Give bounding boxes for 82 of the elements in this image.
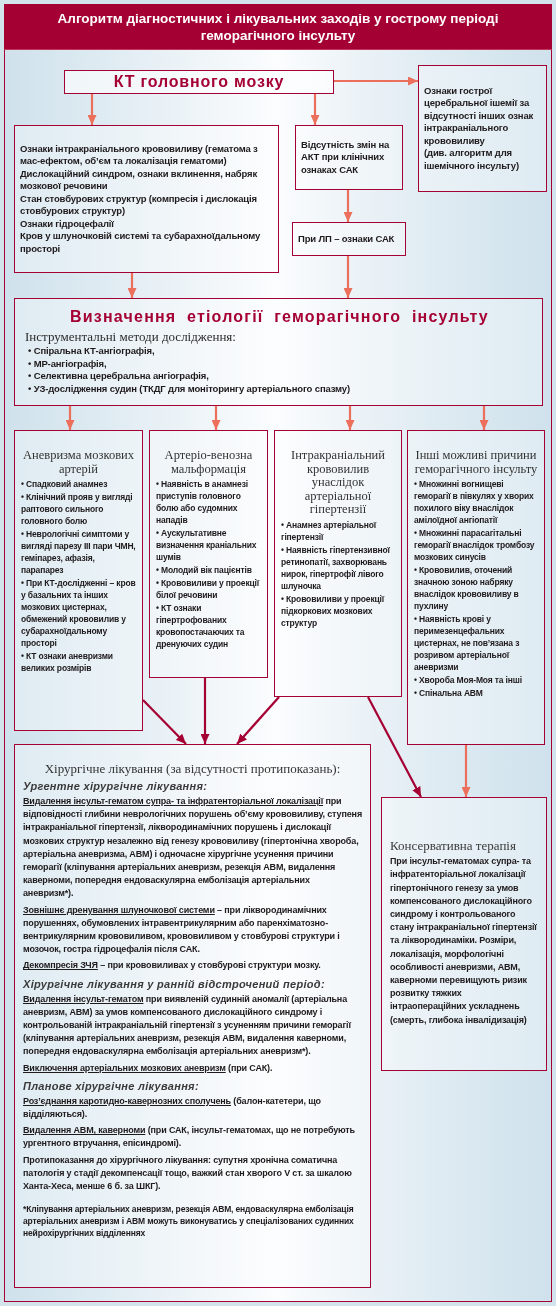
arrow [142,699,187,745]
paragraph: Декомпресія ЗЧЯ – при крововиливах у стовбурові структури мозку. [23,959,322,973]
heading: Інші можливі причини геморагічного інсульту [414,449,538,476]
subheading: Хірургічне лікування у ранній відстрочений період: [23,976,326,991]
arrow [343,256,353,298]
process-box [149,430,268,678]
arrow [65,406,75,430]
paragraph: Видалення інсульт-гематом при виявленій судинній аномалії (артеріальна аневризм, АВМ) за умов компенсованого дислокаційного синдрому і контрольованій інтракраніальній гіпертензії з усуненням причини геморагії (кліпування артеріальних аневризм, резекція АВМ, видалення каверноми, попередня ендоваскулярна емболізація артеріальних аневризм*). [23,992,353,1059]
list-item: • Наявність в анамнезі приступів головного болю або судомних нападів [156,478,249,526]
paragraph: Зовнішнє дренування шлуночкової системи – при ліквородинамічних порушеннях, обумовлених інтравентрикулярним або паренхіматозно-вентрикулярним крововиливом, крововиливом у стовбурові структури і мозочок, гостра гідроцефалія після САК. [23,903,341,957]
list-item: • Неврологічні симптоми у вигляді парезу III пари ЧМН, геміпарез, афазія, парапарез [21,528,136,576]
process-box [407,430,545,745]
list-item: • Спіральна КТ-ангіографія, [27,345,156,358]
list-item: • Множинні вогнищеві геморагії в півкулях у хворих похилого віку внаслідок амілоїдної ангіопатії [414,478,535,526]
heading: Визначення етіології геморагічного інсульту [69,307,490,327]
process-box [274,430,402,697]
node-text: Стан стовбурових структур (компресія і дислокація стовбурових структур) [20,192,258,218]
subheading: Інструментальні методи дослідження: [25,329,237,344]
list-item: • Спінальна АВМ [414,687,484,699]
paragraph: Протипоказання до хірургічного лікування: супутня хронічна соматична патологія у стадії декомпенсації тощо, важкий стан хворого V ст. за шкалою Ханта-Хеса, менше 6 б. за ШКГ). [23,1153,353,1194]
node-text: При ЛП – ознаки САК [298,232,396,246]
arrow [310,94,320,125]
list-item: • Анамнез артеріальної гіпертензії [281,518,378,543]
arrow [87,94,97,125]
arrow [236,696,280,745]
heading: Інтракраніальний крововилив унаслідок артеріальної гіпертензії [290,449,386,517]
heading: Аневризма мозкових артерій [22,449,135,476]
arrow [343,190,353,222]
node-text: (див. алгоритм для ішемічного інсульту) [424,147,520,173]
title-banner: Алгоритм діагностичних і лікувальних заходів у гострому періоді геморагічного інсульту [4,4,552,50]
list-item: • Клінічний прояв у вигляді раптового сильного головного болю [21,491,134,527]
process-box [381,797,547,1071]
list-item: • Крововиливи у проекції білої речовини [156,577,261,601]
arrow [211,406,221,430]
paragraph: Видалення АВМ, каверноми (при САК, інсульт-гематомах, що не потребують ургентного втручання, епісиндромі). [23,1124,356,1151]
list-item: • Крововиливи у проекції підкоркових мозкових структур [281,592,386,629]
heading: Консервативна терапія [390,838,517,854]
arrow [367,696,422,798]
list-item: • Селективна церебральна ангіографія, [27,370,210,383]
process-box [295,125,403,190]
list-item: • Наявність крові у перимезенцефальних цистернах, не пов’язана з розривом артеріальної аневризми [414,613,521,673]
node-text: Ознаки гідроцефалії [20,217,115,231]
node-text: Відсутність змін на АКТ при клінічних ознаках САК [301,138,391,177]
process-box [14,430,143,731]
list-item: • Наявність гіпертензивної ретинопатії, захворювань нирок, гіпертрофії лівого шлуночка [281,543,391,592]
list-item: • Множинні парасагітальні геморагії внаслідок тромбозу мозкових синусів [414,527,536,563]
list-item: • При КТ-дослідженні – кров у базальних та інших мозкових цистернах, обмежений крововилив у субарахноїдальному просторі [21,577,136,649]
process-box [14,125,279,273]
node-text: Кров у шлуночковій системі та субарахноїдальному просторі [20,230,262,256]
node-text: Ознаки інтракраніального крововиливу (гематома з мас-ефектом, об’єм та локалізація гематоми) [20,142,259,168]
list-item: • КТ ознаки аневризми великих розмірів [21,650,114,674]
list-item: • Хвороба Моя-Моя та інші [414,674,523,686]
arrow [345,406,355,430]
paragraph: Виключення артеріальних мозкових аневризм (при САК). [23,1061,274,1075]
list-item: • УЗ-дослідження судин (ТКДГ для моніторингу артеріального спазму) [27,382,351,395]
arrow [461,745,471,797]
process-box [14,298,543,406]
arrow [334,76,418,86]
paragraph: При інсульт-гематомах супра- та інфратенторіальної локалізації гіпертонічного генезу за умов компенсованого дислокаційного синдрому і контрольованого стану інтракраніальної гіпертензії та ліквородинаміки. Розміри, локалізація, морфологічні особливості аневризми, АВМ, каверноми перевищують ризик розвитку тяжких інтраопераційних ускладнень (смерть, глибока інвалідизація) [390,855,538,1027]
node-text: Дислокаційний синдром, ознаки вклинення, набряк мозкової речовини [20,167,259,193]
list-item: • Молодий вік пацієнтів [156,564,253,576]
list-item: • КТ ознаки гіпертрофованих кровопостачаючих та дренуючих судин [156,602,246,650]
process-box [418,65,547,192]
list-item: • МР-ангіографія, [27,357,108,370]
arrow [200,678,210,744]
paragraph: Видалення інсульт-гематом супра- та інфратенторіальної локалізації при відповідності глибини неврологічних порушень об’єму крововиливу, ступеня інтракраніальної гіпертензії, ліквородинамічних порушень і дислокації мозкових структур незалежно від генезу крововиливу (гіпертонічна хвороба, артеріальна аневризма, АВМ) і одночасне хірургічне усунення причини геморагії (кліпування артеріальних аневризм, резекція АВМ, видалення каверноми, попередня ендоваскулярна емболізація артеріальних аневризм*). [23,795,362,901]
node-text: Ознаки гострої церебральної ішемії за відсутності інших ознак інтракраніального крововиливу [424,84,535,148]
subheading: Ургентне хірургічне лікування: [23,779,209,793]
list-item: • Крововилив, оточений значною зоною набряку внаслідок крововиливу в пухлину [414,564,520,612]
process-box [14,744,371,1288]
list-item: • Спадковий анамнез [21,478,109,490]
heading: КТ головного мозку [113,72,285,92]
subheading: Планове хірургічне лікування: [23,1078,200,1093]
paragraph: Роз’єднання каротидно-кавернозних сполучень (балон-катетери, що відділяються). [23,1094,322,1122]
list-item: • Аускультативне визначення краніальних шумів [156,527,258,563]
footnote: *Кліпування артеріальних аневризм, резекція АВМ, ендоваскулярна емболізація артеріальних аневризм і АВМ можуть виконуватись у спеціалізованих судинних нейрохірургічних відділеннях [23,1203,355,1240]
arrow [127,273,137,298]
heading: Артеріо-венозна мальформація [163,449,254,476]
arrow [479,406,489,430]
process-box [292,222,406,256]
process-box [64,70,334,94]
heading: Хірургічне лікування (за відсутності протипоказань): [43,761,342,776]
